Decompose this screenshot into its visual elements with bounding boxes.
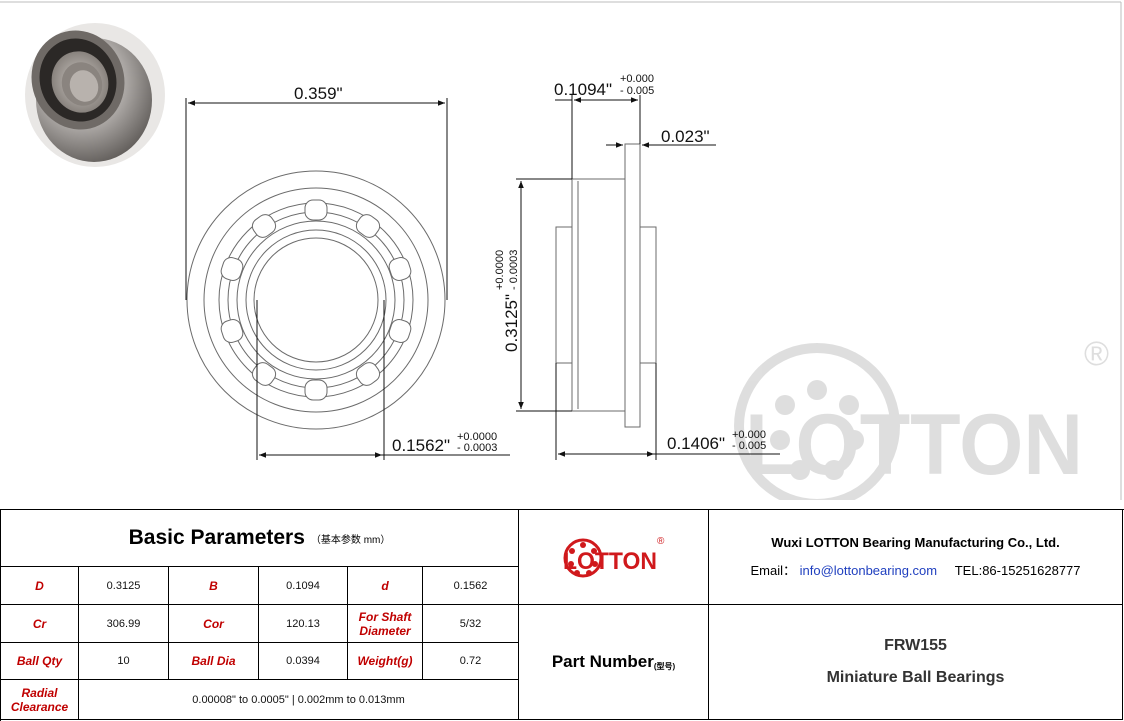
contact-line: Email： info@lottonbearing.com TEL:86-152… [750, 560, 1080, 579]
dim-outer: 0.3125" [502, 294, 521, 352]
email-label: Email： [750, 563, 796, 578]
param-label-D: D [1, 567, 79, 605]
dim-bore-width: 0.1406" [667, 434, 725, 453]
part-number: FRW155 [884, 637, 947, 654]
part-number-label-cn: (型号) [653, 661, 676, 671]
param-value-Cor: 120.13 [259, 605, 348, 643]
dim-outer-flange: 0.359" [294, 84, 343, 103]
part-number-label: Part Number [551, 652, 654, 671]
table-left-border [0, 509, 1, 721]
bearing-photo [25, 23, 165, 167]
dim-width: 0.1094" [554, 80, 612, 99]
dim-bore-tol-plus: +0.0000 [457, 431, 497, 443]
logo-registered: ® [657, 536, 665, 547]
company-name: Wuxi LOTTON Bearing Manufacturing Co., L… [771, 535, 1060, 550]
param-value-radial-clearance: 0.00008" to 0.0005" | 0.002mm to 0.013mm [79, 680, 519, 720]
params-title-cell: Basic Parameters （基本参数 mm） [1, 510, 519, 567]
param-label-d: d [348, 567, 423, 605]
params-title: Basic Parameters [128, 526, 305, 549]
phone: TEL:86-15251628777 [954, 563, 1081, 578]
side-view [555, 143, 657, 428]
dim-outer-tol-plus: +0.0000 [494, 250, 506, 290]
param-label-Cr: Cr [1, 605, 79, 643]
part-number-label-cell: Part Number (型号) [519, 605, 709, 720]
part-number-value-cell: FRW155 Miniature Ball Bearings [709, 605, 1123, 720]
dim-bore-width-tol-minus: - 0.005 [732, 440, 766, 452]
param-value-B: 0.1094 [259, 567, 348, 605]
dim-bore: 0.1562" [392, 436, 450, 455]
dim-outer-tol-minus: - 0.0003 [508, 250, 520, 290]
param-value-ball-qty: 10 [79, 643, 169, 680]
params-subtitle: （基本参数 mm） [310, 534, 391, 546]
watermark-logo: LOTTON ® [734, 335, 1109, 500]
param-label-Cor: Cor [169, 605, 259, 643]
param-value-d: 0.1562 [423, 567, 519, 605]
dim-width-tol-plus: +0.000 [620, 73, 654, 85]
param-value-D: 0.3125 [79, 567, 169, 605]
param-value-weight: 0.72 [423, 643, 519, 680]
front-view [186, 170, 446, 430]
dim-bore-width-tol-plus: +0.000 [732, 429, 766, 441]
email-link[interactable]: info@lottonbearing.com [799, 563, 938, 578]
param-value-Cr: 306.99 [79, 605, 169, 643]
part-description: Miniature Ball Bearings [826, 669, 1005, 686]
side-dimensions [516, 95, 780, 460]
watermark-registered: ® [1084, 335, 1109, 373]
param-value-ball-dia: 0.0394 [259, 643, 348, 680]
param-label-ball-qty: Ball Qty [1, 643, 79, 680]
param-value-shaft-diameter: 5/32 [423, 605, 519, 643]
company-cell: Wuxi LOTTON Bearing Manufacturing Co., L… [709, 510, 1123, 605]
dim-bore-tol-minus: - 0.0003 [457, 442, 497, 454]
param-label-radial-clearance: Radial Clearance [1, 680, 79, 720]
front-dimensions [185, 98, 510, 460]
dim-flange: 0.023" [661, 127, 710, 146]
param-label-shaft-diameter: For Shaft Diameter [348, 605, 423, 643]
table-top-border [0, 509, 1124, 510]
dim-width-tol-minus: - 0.005 [620, 85, 654, 97]
lotton-logo: LOTTON ® [563, 536, 665, 578]
param-label-weight: Weight(g) [348, 643, 423, 680]
watermark-text: LOTTON [745, 397, 1083, 493]
drawing-frame [0, 1, 1122, 500]
bearing-technical-drawing: LOTTON ® 0.359" 0.1 [0, 1, 1122, 500]
logo-cell: LOTTON ® [519, 510, 709, 605]
param-label-B: B [169, 567, 259, 605]
logo-text: LOTTON [563, 548, 657, 575]
param-label-ball-dia: Ball Dia [169, 643, 259, 680]
